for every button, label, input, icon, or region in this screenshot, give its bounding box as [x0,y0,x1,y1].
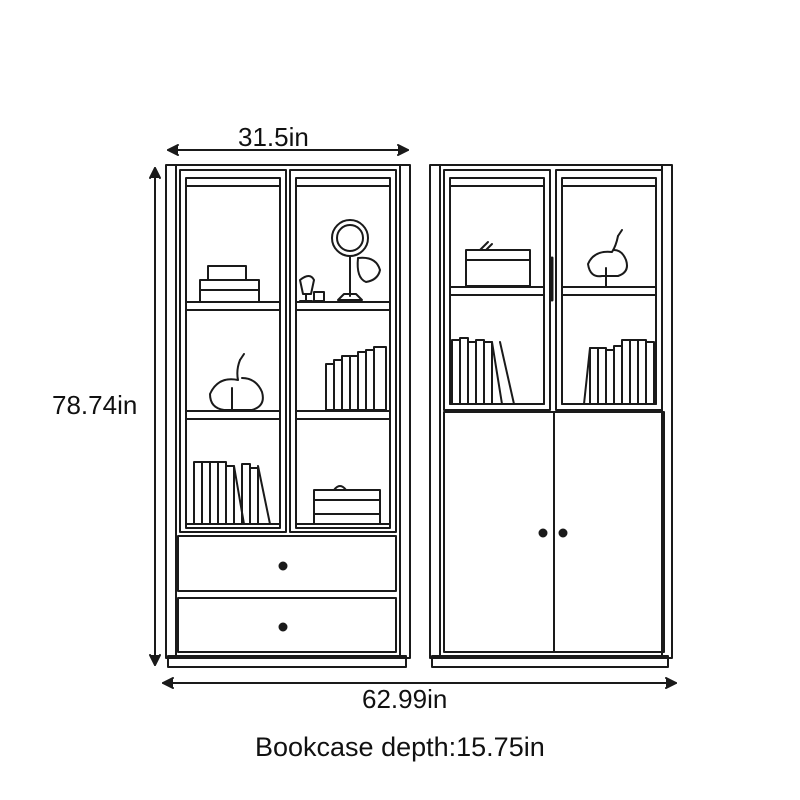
right-cabinet-door [553,411,665,653]
pear-sculpture-decor [209,353,264,411]
stacked-boxes-decor [199,265,260,303]
lower-drawer [177,597,397,653]
depth-label: Bookcase depth:15.75in [255,732,545,762]
lower-drawer-knob [278,622,288,632]
upper-drawer-knob [278,561,288,571]
upper-drawer [177,535,397,592]
left-bookcase [165,164,411,668]
books-decor-left [193,461,271,525]
left-door-knob [538,528,548,538]
height-label: 78.74in [52,390,138,420]
right-door-knob [558,528,568,538]
left-cabinet-door [443,411,555,653]
width-label: 31.5in [238,122,309,152]
books-decor-right-right [583,339,655,405]
round-mirror-decor [299,219,381,302]
books-decor-right [325,346,387,411]
lidded-box-decor [465,241,531,287]
total-width-arrow [162,677,677,689]
right-bookcase [429,164,673,668]
pear-decor-right [587,229,628,287]
height-arrow [149,167,161,666]
total-width-label: 62.99in [362,684,448,714]
storage-box-decor [313,485,381,525]
width-arrow [167,144,409,156]
books-decor-right-left [451,337,515,405]
